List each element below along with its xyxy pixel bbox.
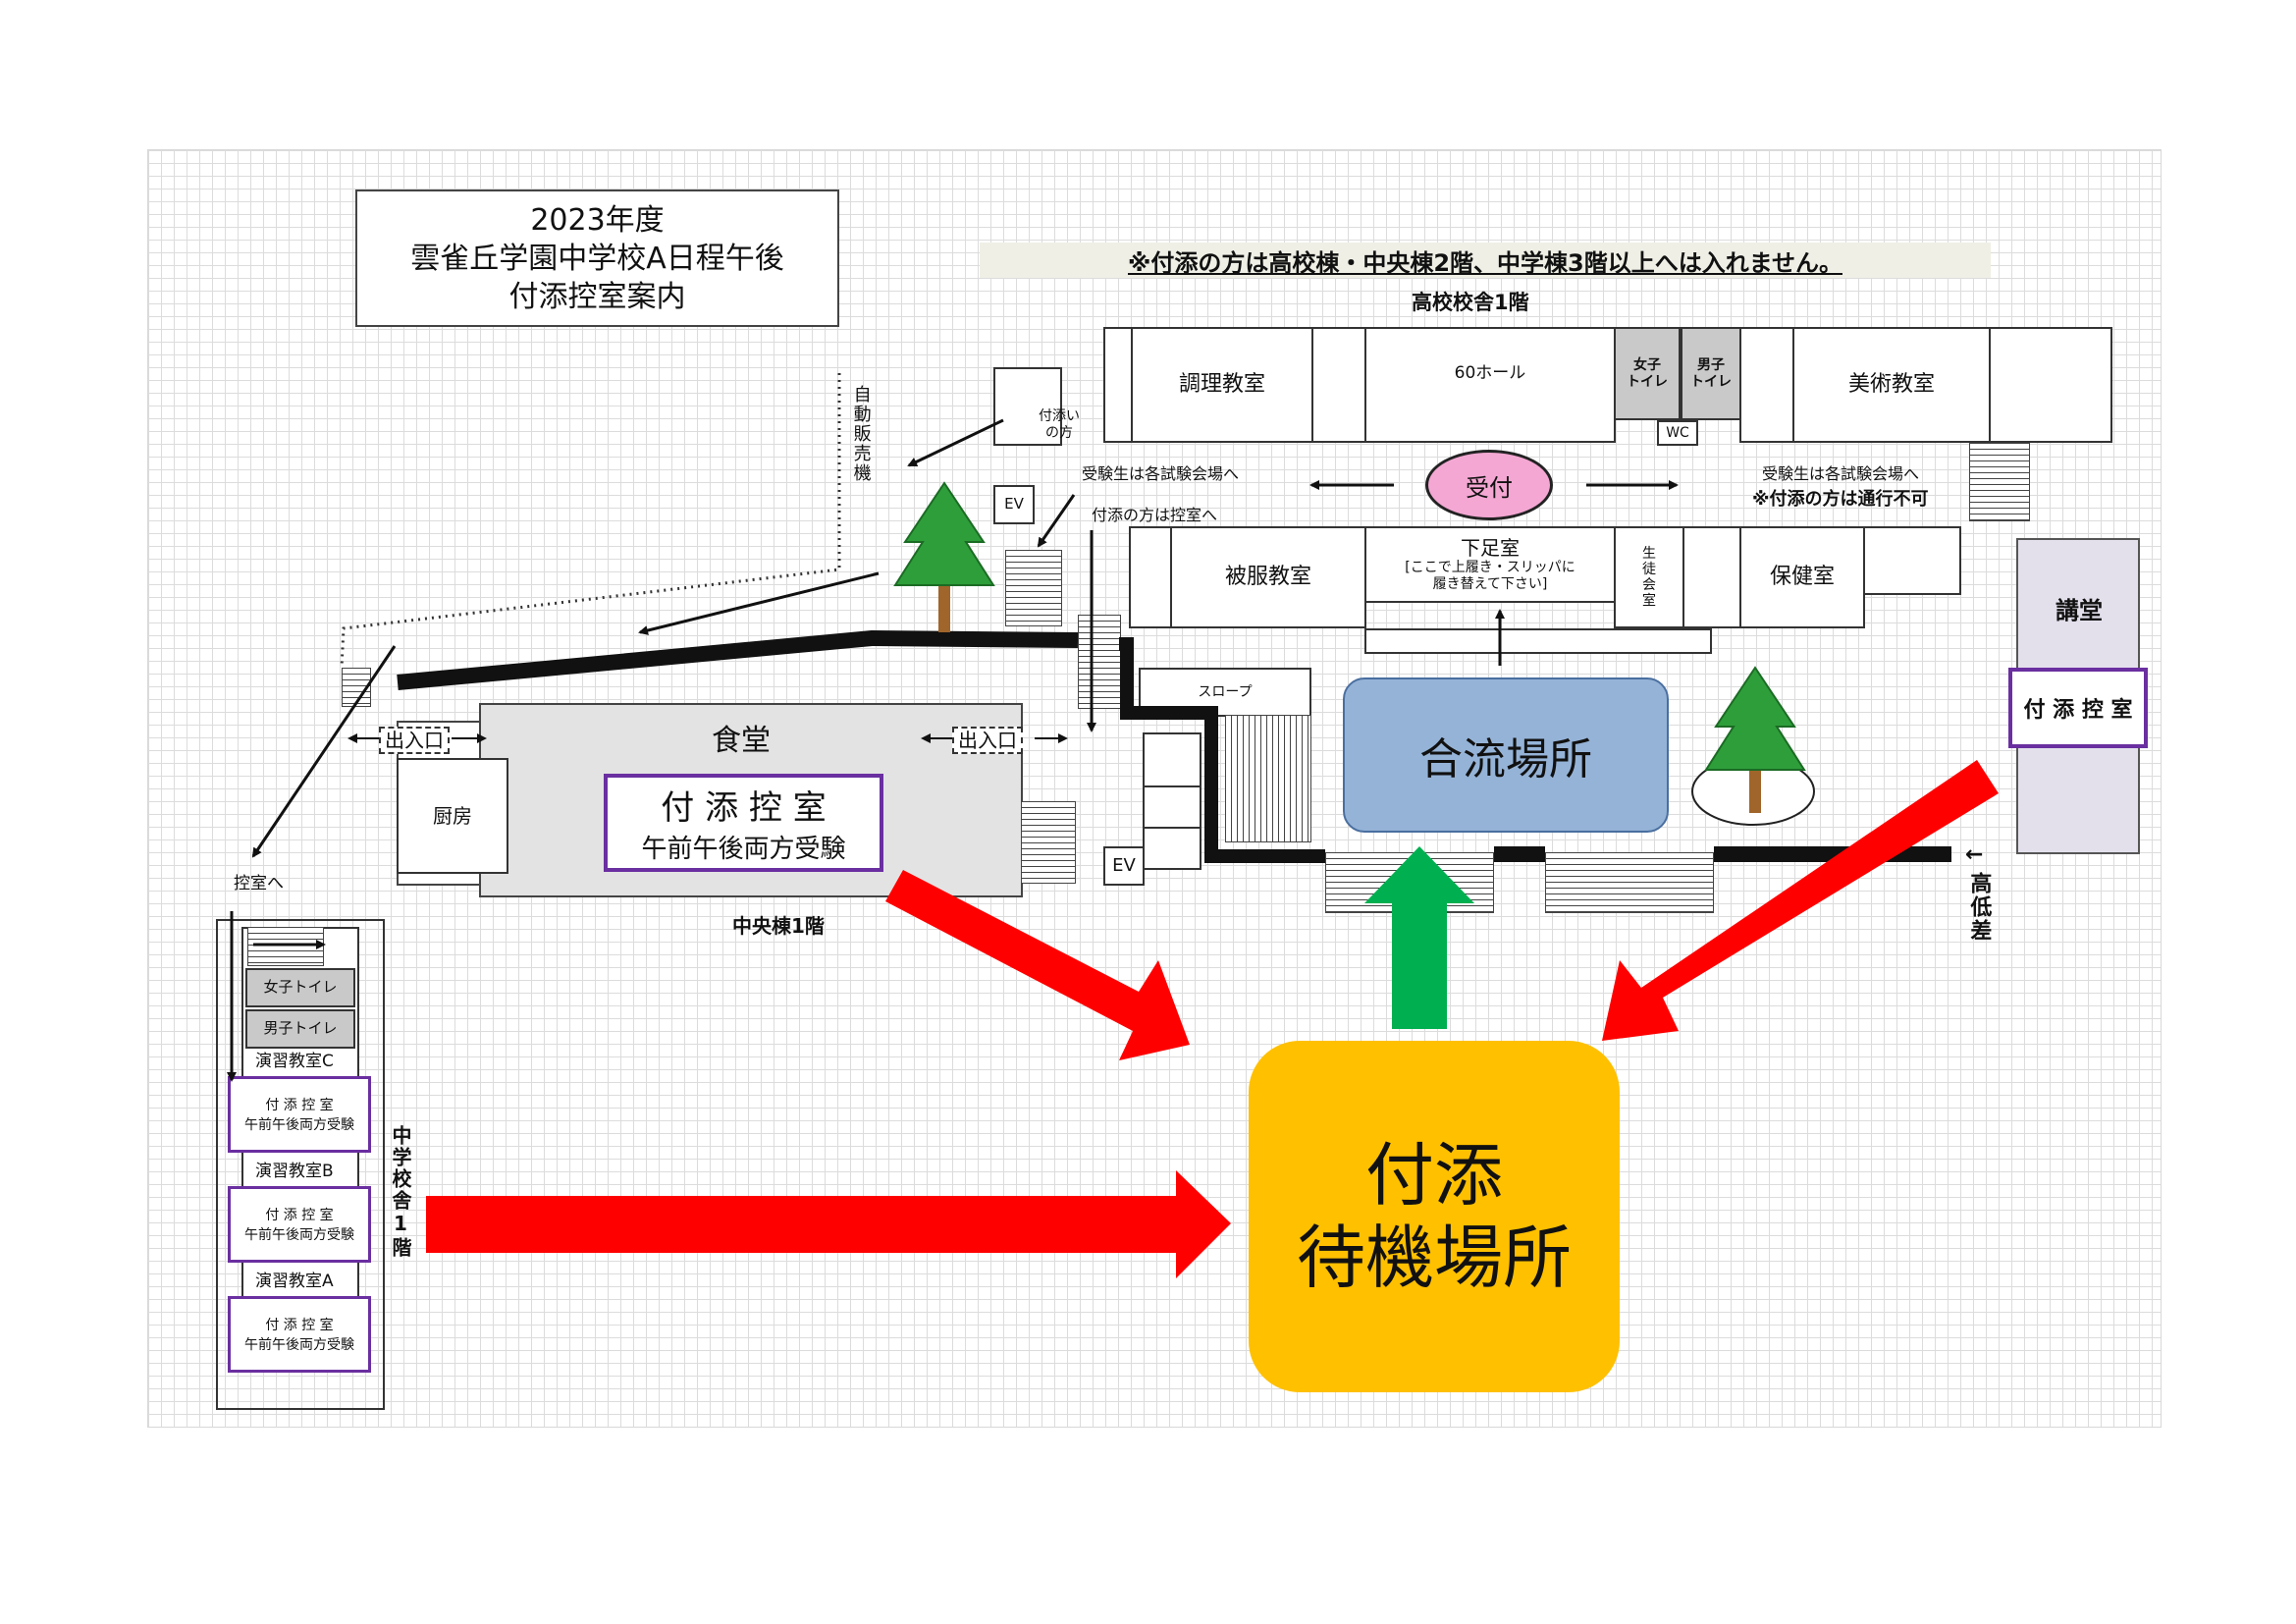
note-no-pass: ※付添の方は通行不可: [1752, 489, 1929, 510]
slope-ramp: [1225, 715, 1311, 842]
red-arrow-from-auditorium: [1602, 760, 1999, 1041]
junior-building: [216, 919, 385, 1410]
room-cooking: 調理教室: [1131, 327, 1313, 443]
red-arrow-from-junior: [426, 1170, 1231, 1278]
arrow-diagonal-junior: [251, 645, 397, 858]
stairs-hs-right: [1969, 443, 2030, 521]
cafeteria-label: 食堂: [712, 724, 771, 758]
central-box-1: [1143, 732, 1201, 787]
title-box: 2023年度 雲雀丘学園中学校A日程午後 付添控室案内: [355, 189, 839, 327]
note-right: 受験生は各試験会場へ: [1762, 464, 1920, 483]
title-year: 2023年度: [530, 202, 665, 238]
cafeteria-waiting-sub: 午前午後両方受験: [641, 835, 846, 864]
waiting-area-line2: 待機場所: [1297, 1218, 1572, 1298]
room-clothing: 被服教室: [1170, 526, 1366, 628]
shoe-room-note: [ここで上履き・スリッパに 履き替えて下さい]: [1405, 560, 1575, 592]
stairs-bottom-2: [1545, 852, 1714, 913]
room-kitchen: 厨房: [397, 758, 508, 874]
escort-waiting-area: 付添 待機場所: [1249, 1041, 1620, 1392]
stairs-connector: [1078, 615, 1121, 709]
classroom-b-waiting: 付 添 控 室 午前午後両方受験: [228, 1186, 371, 1263]
boys-toilet-jh: 男子トイレ: [245, 1009, 355, 1049]
notice-text: ※付添の方は高校棟・中央棟2階、中学棟3階以上へは入れません。: [1127, 248, 1842, 277]
elevation-arrow-label: ←: [1965, 842, 1984, 867]
hs-right-end: [1989, 327, 2112, 443]
hs-bottom-left: [1129, 526, 1172, 628]
room-hall: 60ホール: [1364, 327, 1616, 443]
room-student-council: 生 徒 会 室: [1614, 526, 1684, 628]
central-ev: EV: [1103, 846, 1145, 886]
waiting-area-line1: 付添: [1365, 1135, 1503, 1216]
arrow-escort-down: [1037, 494, 1076, 548]
tree-left: [893, 481, 995, 632]
cafeteria-waiting-room: 付 添 控 室 午前午後両方受験: [604, 774, 883, 872]
girls-toilet-hs: 女子 トイレ: [1614, 327, 1681, 420]
shoe-room-label: 下足室: [1461, 536, 1520, 561]
wc-room: WC: [1657, 420, 1698, 446]
vending-label: 自動販売機: [850, 385, 872, 483]
central-label: 中央棟1階: [732, 914, 825, 938]
hs-small-room: [1682, 526, 1741, 628]
notice-banner: ※付添の方は高校棟・中央棟2階、中学棟3階以上へは入れません。: [980, 243, 1991, 278]
annex-escort: [993, 367, 1062, 446]
title-school: 雲雀丘学園中学校A日程午後: [410, 241, 784, 276]
wall-right-step: [1119, 637, 1325, 863]
dotted-boundary: [340, 373, 841, 669]
cafeteria-waiting-title: 付 添 控 室: [661, 788, 827, 828]
stairs-junior: [247, 927, 324, 966]
note-escort-small: 付添い の方: [1039, 408, 1080, 441]
annex-ev: EV: [993, 485, 1035, 524]
classroom-a-waiting: 付 添 控 室 午前午後両方受験: [228, 1296, 371, 1373]
entrance-right: 出入口: [952, 727, 1023, 754]
high-school-label: 高校校舎1階: [1412, 291, 1529, 314]
arrow-to-junior: [638, 571, 880, 635]
classroom-c-label: 演習教室C: [255, 1052, 334, 1071]
arrow-to-vending: [907, 418, 1004, 467]
girls-toilet-jh: 女子トイレ: [245, 968, 355, 1007]
boys-toilet-hs: 男子 トイレ: [1681, 327, 1741, 420]
classroom-b-label: 演習教室B: [255, 1162, 334, 1181]
shoe-room-step: [1364, 628, 1712, 654]
tree-right: [1691, 666, 1815, 826]
wall-top: [397, 629, 1079, 690]
to-waiting-label: 控室へ: [234, 874, 284, 893]
reception: 受付: [1425, 450, 1553, 520]
note-left: 受験生は各試験会場へ: [1082, 464, 1240, 483]
meeting-point: 合流場所: [1343, 677, 1669, 833]
elevation-label: 高低差: [1966, 872, 1992, 943]
room-shoe: 下足室 [ここで上履き・スリッパに 履き替えて下さい]: [1364, 526, 1616, 603]
room-nurse: 保健室: [1739, 526, 1865, 628]
green-arrow-to-meeting: [1364, 846, 1474, 1029]
entrance-left: 出入口: [379, 727, 450, 754]
red-arrow-from-cafeteria: [885, 870, 1190, 1060]
hs-bottom-right: [1863, 526, 1961, 595]
stairs-annex: [1005, 550, 1062, 626]
auditorium-waiting-room: 付 添 控 室: [2008, 668, 2148, 748]
junior-label: 中学校舎1階: [389, 1125, 412, 1259]
note-escort-waiting: 付添の方は控室へ: [1092, 506, 1218, 524]
auditorium-label: 講堂: [2056, 597, 2103, 624]
title-guide: 付添控室案内: [508, 279, 686, 314]
room-art: 美術教室: [1792, 327, 1991, 443]
classroom-a-label: 演習教室A: [255, 1272, 334, 1291]
stairs-cafeteria: [1021, 801, 1076, 884]
classroom-c-waiting: 付 添 控 室 午前午後両方受験: [228, 1076, 371, 1153]
hs-corridor: [1739, 327, 1794, 443]
